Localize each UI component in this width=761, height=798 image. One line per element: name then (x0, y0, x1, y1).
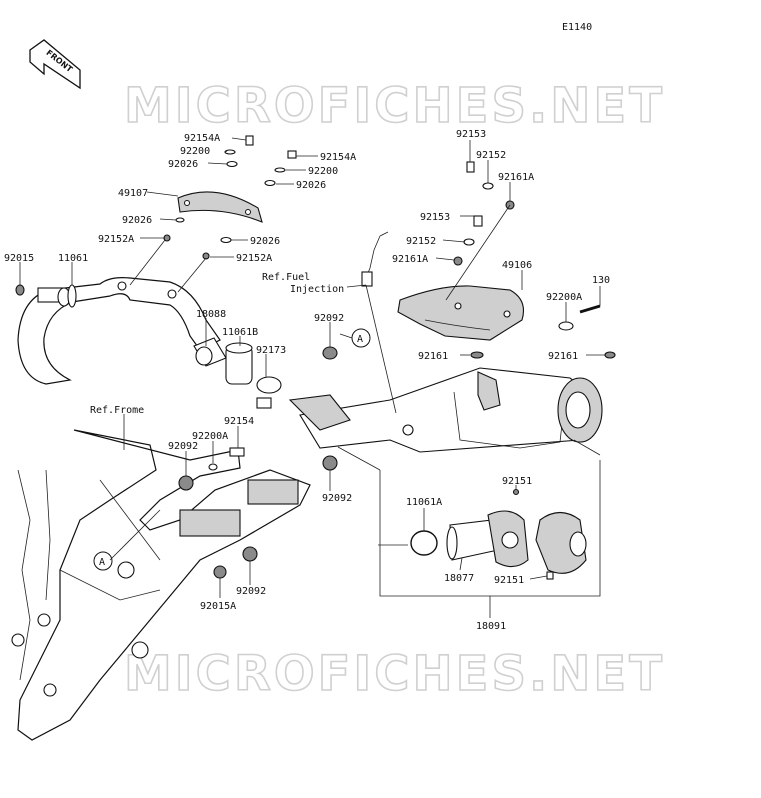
ref-fuel-line2: Injection (290, 284, 344, 295)
lower-hardware (178, 447, 338, 579)
watermark-bottom: MICROFICHES.NET (124, 646, 665, 702)
label-92015: 92015 (4, 253, 34, 264)
label-92026-mid: 92026 (122, 215, 152, 226)
header-pipe (15, 277, 221, 385)
label-92092-mid: 92092 (322, 493, 352, 504)
callout-a-upper: A (351, 328, 371, 348)
label-92154A-right: 92154A (320, 152, 356, 163)
label-92200A-right: 92200A (546, 292, 582, 303)
label-92161-left: 92161 (418, 351, 448, 362)
label-18088: 18088 (196, 309, 226, 320)
label-49106: 49106 (502, 260, 532, 271)
label-11061A: 11061A (406, 497, 442, 508)
label-92152-top: 92152 (476, 150, 506, 161)
heat-shield-49107 (177, 191, 263, 223)
ref-frame: Ref.Frome (90, 405, 144, 416)
label-92092-low: 92092 (236, 586, 266, 597)
label-92161A-mid: 92161A (392, 254, 428, 265)
svg-text:A: A (99, 557, 105, 568)
watermark-top: MICROFICHES.NET (124, 78, 665, 134)
heat-shield-49106 (397, 285, 525, 341)
label-92200-top: 92200 (180, 146, 210, 157)
label-92152A-left: 92152A (98, 234, 134, 245)
label-18077: 18077 (444, 573, 474, 584)
connector-parts (67, 284, 338, 409)
svg-text:A: A (357, 334, 363, 345)
label-92092-left: 92092 (168, 441, 198, 452)
leader-lines (19, 137, 605, 618)
label-92151-low: 92151 (494, 575, 524, 586)
label-92026-right: 92026 (296, 180, 326, 191)
label-11061: 11061 (58, 253, 88, 264)
label-92161A-top: 92161A (498, 172, 534, 183)
label-92161-right: 92161 (548, 351, 578, 362)
frame (11, 429, 311, 741)
label-18091: 18091 (476, 621, 506, 632)
label-92200A-left: 92200A (192, 431, 228, 442)
callout-a-lower: A (93, 551, 113, 571)
label-92153-top: 92153 (456, 129, 486, 140)
label-92092-top: 92092 (314, 313, 344, 324)
label-92026-top: 92026 (168, 159, 198, 170)
label-92200-right: 92200 (308, 166, 338, 177)
label-49107: 49107 (118, 188, 148, 199)
part-labels: 92154A 92200 92026 49107 92026 92152A 92… (4, 129, 610, 632)
label-92152-mid: 92152 (406, 236, 436, 247)
label-92153-mid: 92153 (420, 212, 450, 223)
front-arrow-icon: FRONT (29, 39, 81, 90)
label-11061B: 11061B (222, 327, 258, 338)
label-92152A-right: 92152A (236, 253, 272, 264)
label-92015A: 92015A (200, 601, 236, 612)
label-92154: 92154 (224, 416, 254, 427)
label-92154A-top: 92154A (184, 133, 220, 144)
label-92151-top: 92151 (502, 476, 532, 487)
ref-fuel-line1: Ref.Fuel (262, 272, 310, 283)
o2-sensor (361, 231, 389, 287)
muffler (288, 367, 603, 453)
label-130: 130 (592, 275, 610, 286)
end-cap-detail (337, 439, 601, 597)
label-92173: 92173 (256, 345, 286, 356)
diagram-code: E1140 (562, 22, 592, 33)
label-92026-low: 92026 (250, 236, 280, 247)
